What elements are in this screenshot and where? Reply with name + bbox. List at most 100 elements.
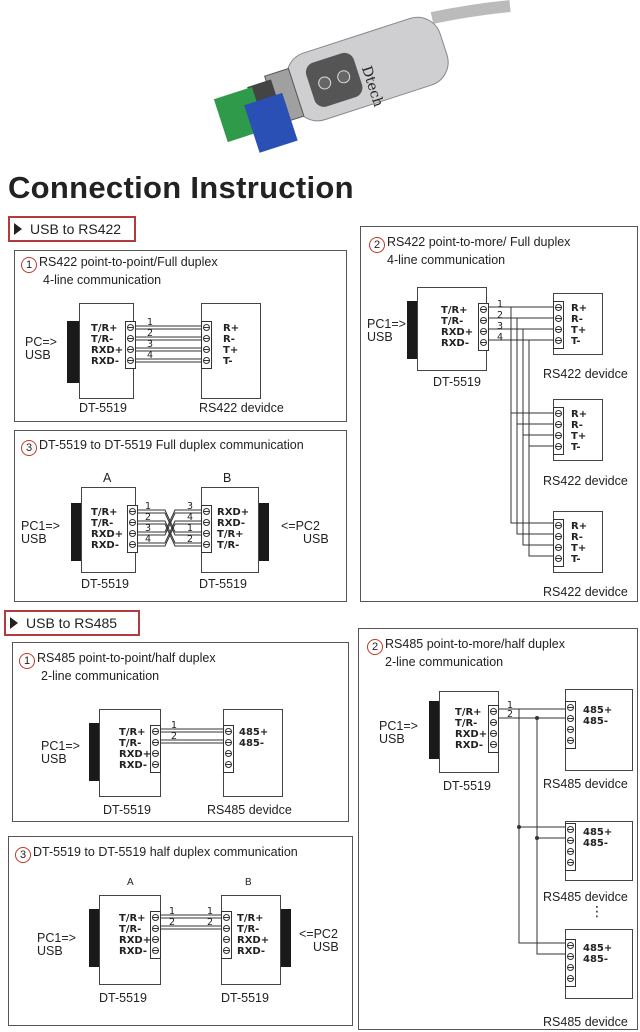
usb-plug: [259, 503, 269, 561]
pin-label: RXD+: [455, 729, 488, 740]
pin-label: RXD-: [217, 518, 246, 529]
label-b: B: [245, 877, 252, 888]
pin-label: T/R+: [455, 707, 482, 718]
target-label: RS485 devidce: [207, 803, 292, 817]
pin-label: 485+: [583, 705, 613, 716]
device-label: DT-5519: [81, 577, 129, 591]
pin-label: RXD+: [217, 507, 250, 518]
wire-number: 3: [497, 321, 504, 332]
wire-number: 2: [207, 917, 214, 928]
wire-number: 3: [145, 523, 152, 534]
pin-label: R+: [571, 521, 588, 532]
device-label: DT-5519: [103, 803, 151, 817]
pin-label: 485-: [583, 838, 609, 849]
converter-a-box: [81, 487, 136, 573]
step-number: 3: [21, 440, 37, 456]
panel-subtitle: 4-line communication: [43, 273, 162, 287]
label-a: A: [103, 471, 112, 485]
pin-label: T/R+: [119, 727, 146, 738]
target-label: RS485 devidce: [543, 890, 628, 904]
pin-label: T/R-: [91, 518, 114, 529]
wire-number: 2: [497, 310, 504, 321]
terminal-block: [201, 321, 212, 369]
section-header-rs422: USB to RS422: [8, 216, 136, 242]
wire-number: 4: [187, 512, 194, 523]
pc1-label: PC1=>: [367, 317, 406, 331]
pin-label: T+: [223, 345, 239, 356]
converter-box: [417, 287, 487, 371]
pin-label: 485-: [583, 954, 609, 965]
label-a: A: [127, 877, 134, 888]
target-label: RS422 devidce: [199, 401, 284, 415]
pin-label: RXD-: [237, 946, 266, 957]
device-label: DT-5519: [433, 375, 481, 389]
usb-label: USB: [367, 330, 393, 344]
usb-plug: [71, 503, 81, 561]
usb-plug: [429, 701, 439, 759]
usb-label: USB: [21, 532, 47, 546]
pin-label: T-: [571, 554, 581, 565]
pin-label: R+: [223, 323, 240, 334]
wire-number: 1: [169, 906, 176, 917]
pin-label: RXD+: [441, 327, 474, 338]
pin-label: T+: [571, 431, 587, 442]
terminal-block: [553, 519, 564, 567]
terminal-block: [553, 301, 564, 349]
pin-label: 485+: [239, 727, 269, 738]
label-b: B: [223, 471, 232, 485]
pin-label: R-: [571, 314, 583, 325]
terminal-block: [553, 407, 564, 455]
usb-label: USB: [25, 348, 51, 362]
wire-number: 4: [497, 332, 504, 343]
pin-label: RXD-: [441, 338, 470, 349]
more-devices-dots: ⋮: [590, 903, 604, 919]
pin-label: T/R+: [91, 323, 118, 334]
pc1-label: PC1=>: [41, 739, 80, 753]
pin-label: T-: [571, 336, 581, 347]
pin-label: T/R-: [119, 738, 142, 749]
pin-label: R+: [571, 303, 588, 314]
pin-label: R-: [223, 334, 235, 345]
pc2-label: <=PC2: [299, 927, 338, 941]
pin-label: T/R-: [441, 316, 464, 327]
pc2-label: <=PC2: [281, 519, 320, 533]
pin-label: RXD-: [91, 540, 120, 551]
wires: [136, 325, 201, 363]
pin-label: RXD+: [237, 935, 270, 946]
terminal-block: [478, 303, 489, 351]
pin-label: RXD-: [455, 740, 484, 751]
pin-label: T/R+: [217, 529, 244, 540]
target-label: RS422 devidce: [543, 585, 628, 599]
wire-number: 2: [171, 731, 178, 742]
section-title: USB to RS485: [26, 615, 118, 631]
pin-label: RXD-: [119, 946, 148, 957]
pin-label: T/R-: [119, 924, 142, 935]
wire-number: 1: [187, 523, 194, 534]
wire-number: 3: [147, 339, 154, 350]
panel-subtitle: 2-line communication: [41, 669, 160, 683]
panel-title: RS422 point-to-point/Full duplex: [39, 255, 218, 269]
panel-subtitle: 2-line communication: [385, 655, 504, 669]
wires: [138, 509, 201, 547]
device-label: DT-5519: [221, 991, 269, 1005]
pin-label: 485+: [583, 943, 613, 954]
step-number: 2: [367, 639, 383, 655]
target-label: RS485 devidce: [543, 1015, 628, 1029]
wire-number: 2: [145, 512, 152, 523]
terminal-block: [150, 911, 161, 959]
usb-plug: [89, 723, 99, 781]
wire-number: 2: [507, 709, 514, 720]
bus-wires: [489, 306, 553, 557]
pin-label: T+: [571, 543, 587, 554]
pin-label: T-: [223, 356, 233, 367]
pin-label: 485-: [239, 738, 265, 749]
pin-label: T/R-: [91, 334, 114, 345]
wires: [161, 728, 223, 744]
section-title: USB to RS422: [30, 221, 122, 237]
pin-label: 485+: [583, 827, 613, 838]
section-header-rs485: USB to RS485: [4, 610, 140, 636]
wire-number: 1: [171, 720, 178, 731]
